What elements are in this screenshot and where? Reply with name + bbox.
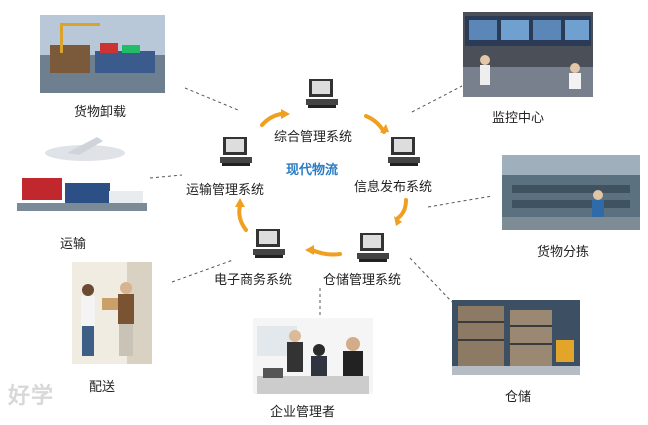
system-info-label: 信息发布系统 <box>354 180 433 195</box>
cycle-arrow-4 <box>310 248 342 257</box>
arrowhead-4 <box>305 245 314 255</box>
computer-icon-transport <box>220 136 254 168</box>
computer-icon-ecommerce <box>253 228 287 260</box>
connector-delivery <box>171 259 234 283</box>
monitoring-photo <box>463 12 593 97</box>
arrowhead-5 <box>235 198 245 207</box>
node-monitoring-label: 监控中心 <box>492 111 545 126</box>
arrowhead-3 <box>394 216 402 226</box>
cycle-arrow-5 <box>237 204 248 232</box>
cycle-arrow-3 <box>396 198 408 220</box>
connector-unloading <box>184 87 239 111</box>
node-unloading-label: 货物卸载 <box>74 105 127 120</box>
sorting-photo <box>502 155 640 230</box>
arrowhead-2 <box>380 124 389 133</box>
connector-monitoring <box>411 85 463 113</box>
system-integrated-label: 综合管理系统 <box>274 130 353 145</box>
cycle-arrow-2 <box>364 114 386 134</box>
center-title: 现代物流 <box>286 163 339 178</box>
cycle-arrow-1 <box>260 112 283 127</box>
connector-storage <box>409 257 453 303</box>
node-enterprise-label: 企业管理者 <box>270 405 336 420</box>
system-warehouse-label: 仓储管理系统 <box>323 273 402 288</box>
node-transport-label: 运输 <box>60 237 87 252</box>
computer-icon-warehouse <box>357 232 391 264</box>
storage-photo <box>452 300 580 375</box>
transport-photo <box>17 133 147 221</box>
unloading-photo <box>40 15 165 93</box>
delivery-photo <box>72 262 152 364</box>
connector-sorting <box>427 195 493 208</box>
node-delivery-label: 配送 <box>89 380 116 395</box>
computer-icon-integrated <box>306 78 340 110</box>
computer-icon-info <box>388 136 422 168</box>
system-transport-label: 运输管理系统 <box>186 183 265 198</box>
connector-transport <box>149 174 183 179</box>
arrowhead-1 <box>281 109 290 119</box>
enterprise-photo <box>253 318 373 394</box>
node-sorting-label: 货物分拣 <box>537 245 590 260</box>
node-storage-label: 仓储 <box>505 390 532 405</box>
watermark-logo: 好学 <box>8 384 55 409</box>
system-ecommerce-label: 电子商务系统 <box>214 273 293 288</box>
